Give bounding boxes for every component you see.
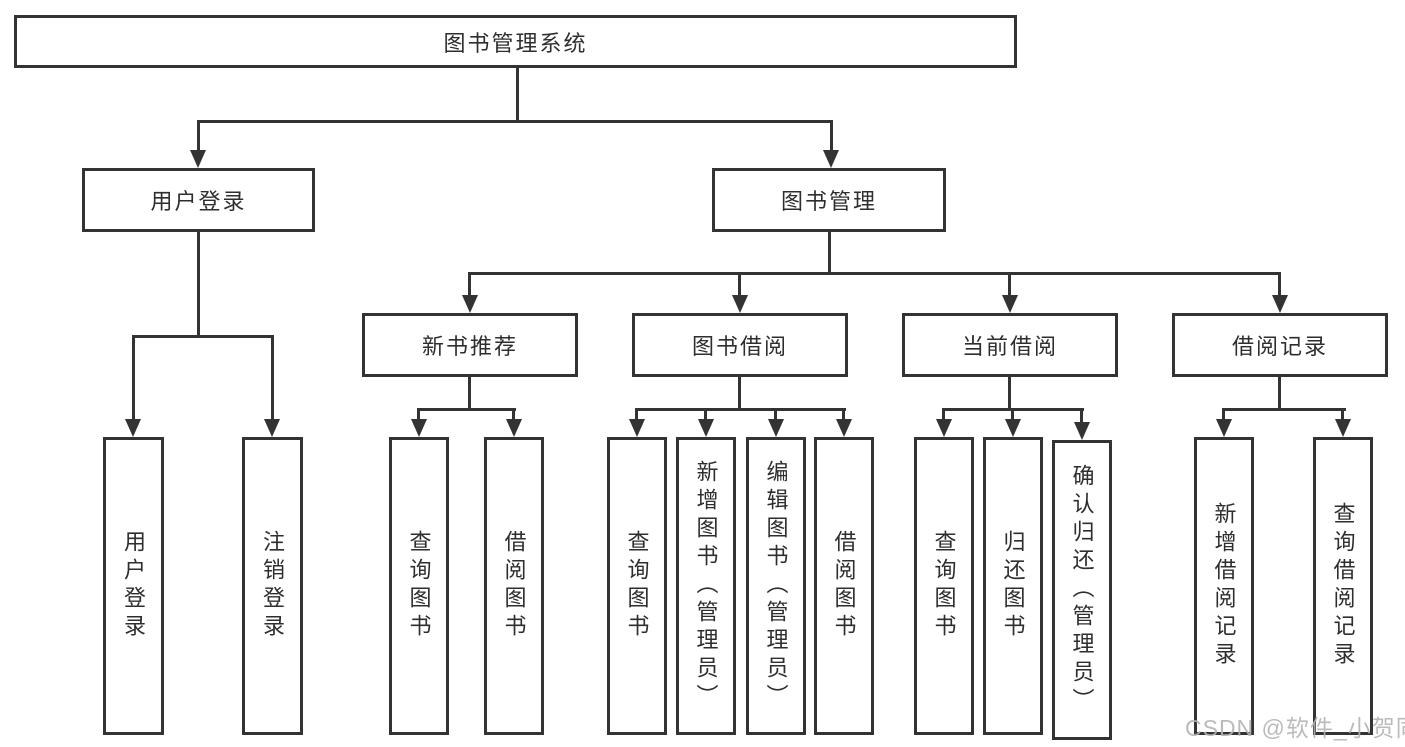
leaf-borrow-edit-books-admin: 编辑图书（管理员） (746, 437, 806, 735)
connector-current-trunk (1008, 377, 1011, 408)
connector-current-child1 (942, 408, 945, 421)
connector-recommend-child2 (512, 408, 515, 421)
node-current-borrow: 当前借阅 (902, 313, 1118, 377)
connector-to-records (1278, 272, 1281, 295)
connector-borrow-child4 (842, 408, 845, 421)
leaf-borrow-query-books: 查询图书 (607, 437, 667, 735)
connector-recommend-child1 (417, 408, 420, 421)
arrow-down-icon (506, 419, 522, 437)
leaf-current-confirm-return-admin: 确认归还（管理员） (1052, 440, 1112, 740)
leaf-borrow-borrow-books: 借阅图书 (814, 437, 874, 735)
arrow-down-icon (125, 419, 141, 437)
node-new-book-recommend: 新书推荐 (362, 313, 578, 377)
connector-root-split (197, 120, 833, 123)
connector-current-child3 (1080, 408, 1083, 424)
connector-records-child2 (1341, 408, 1344, 421)
arrow-down-icon (264, 419, 280, 437)
connector-borrow-child2 (704, 408, 707, 421)
arrow-down-icon (1002, 295, 1018, 313)
arrow-down-icon (836, 419, 852, 437)
arrow-down-icon (1335, 419, 1351, 437)
connector-borrow-split (635, 408, 846, 411)
arrow-down-icon (1272, 295, 1288, 313)
node-user-login-branch: 用户登录 (82, 168, 315, 232)
leaf-logout: 注销登录 (242, 437, 303, 735)
leaf-recommend-query-books: 查询图书 (389, 437, 449, 735)
leaf-records-query-borrow-record: 查询借阅记录 (1313, 437, 1373, 735)
leaf-current-query-books: 查询图书 (914, 437, 974, 735)
connector-book-split (469, 272, 1281, 275)
leaf-recommend-borrow-books: 借阅图书 (484, 437, 544, 735)
leaf-records-add-borrow-record: 新增借阅记录 (1194, 437, 1254, 735)
connector-borrow-child3 (774, 408, 777, 421)
connector-records-trunk (1278, 377, 1281, 408)
arrow-down-icon (936, 419, 952, 437)
connector-to-current (1008, 272, 1011, 295)
arrow-down-icon (732, 295, 748, 313)
arrow-down-icon (190, 150, 206, 168)
connector-user-child2 (271, 335, 274, 421)
connector-recommend-split (417, 408, 516, 411)
arrow-down-icon (1074, 422, 1090, 440)
arrow-down-icon (768, 419, 784, 437)
connector-to-user-branch (197, 120, 200, 154)
leaf-borrow-add-books-admin: 新增图书（管理员） (676, 437, 736, 735)
connector-user-child1 (132, 335, 135, 421)
connector-to-book-branch (830, 120, 833, 154)
connector-user-split (132, 335, 274, 338)
connector-records-split (1222, 408, 1346, 411)
connector-to-recommend (468, 272, 471, 295)
connector-user-trunk (197, 232, 200, 335)
arrow-down-icon (462, 295, 478, 313)
connector-records-child1 (1222, 408, 1225, 421)
arrow-down-icon (629, 419, 645, 437)
node-book-borrow: 图书借阅 (632, 313, 848, 377)
connector-borrow-child1 (635, 408, 638, 421)
connector-recommend-trunk (468, 377, 471, 408)
connector-current-child2 (1011, 408, 1014, 421)
arrow-down-icon (823, 150, 839, 168)
leaf-current-return-books: 归还图书 (983, 437, 1043, 735)
node-library-system: 图书管理系统 (14, 15, 1017, 68)
connector-to-borrow (738, 272, 741, 295)
leaf-user-login: 用户登录 (103, 437, 164, 735)
connector-root-trunk (516, 66, 519, 120)
arrow-down-icon (1005, 419, 1021, 437)
connector-borrow-trunk (738, 377, 741, 408)
arrow-down-icon (1216, 419, 1232, 437)
node-borrow-records: 借阅记录 (1172, 313, 1388, 377)
connector-book-trunk (828, 232, 831, 272)
node-book-management-branch: 图书管理 (712, 168, 946, 232)
watermark: CSDN @软件_小贺同学 (1185, 715, 1405, 741)
arrow-down-icon (698, 419, 714, 437)
arrow-down-icon (411, 419, 427, 437)
